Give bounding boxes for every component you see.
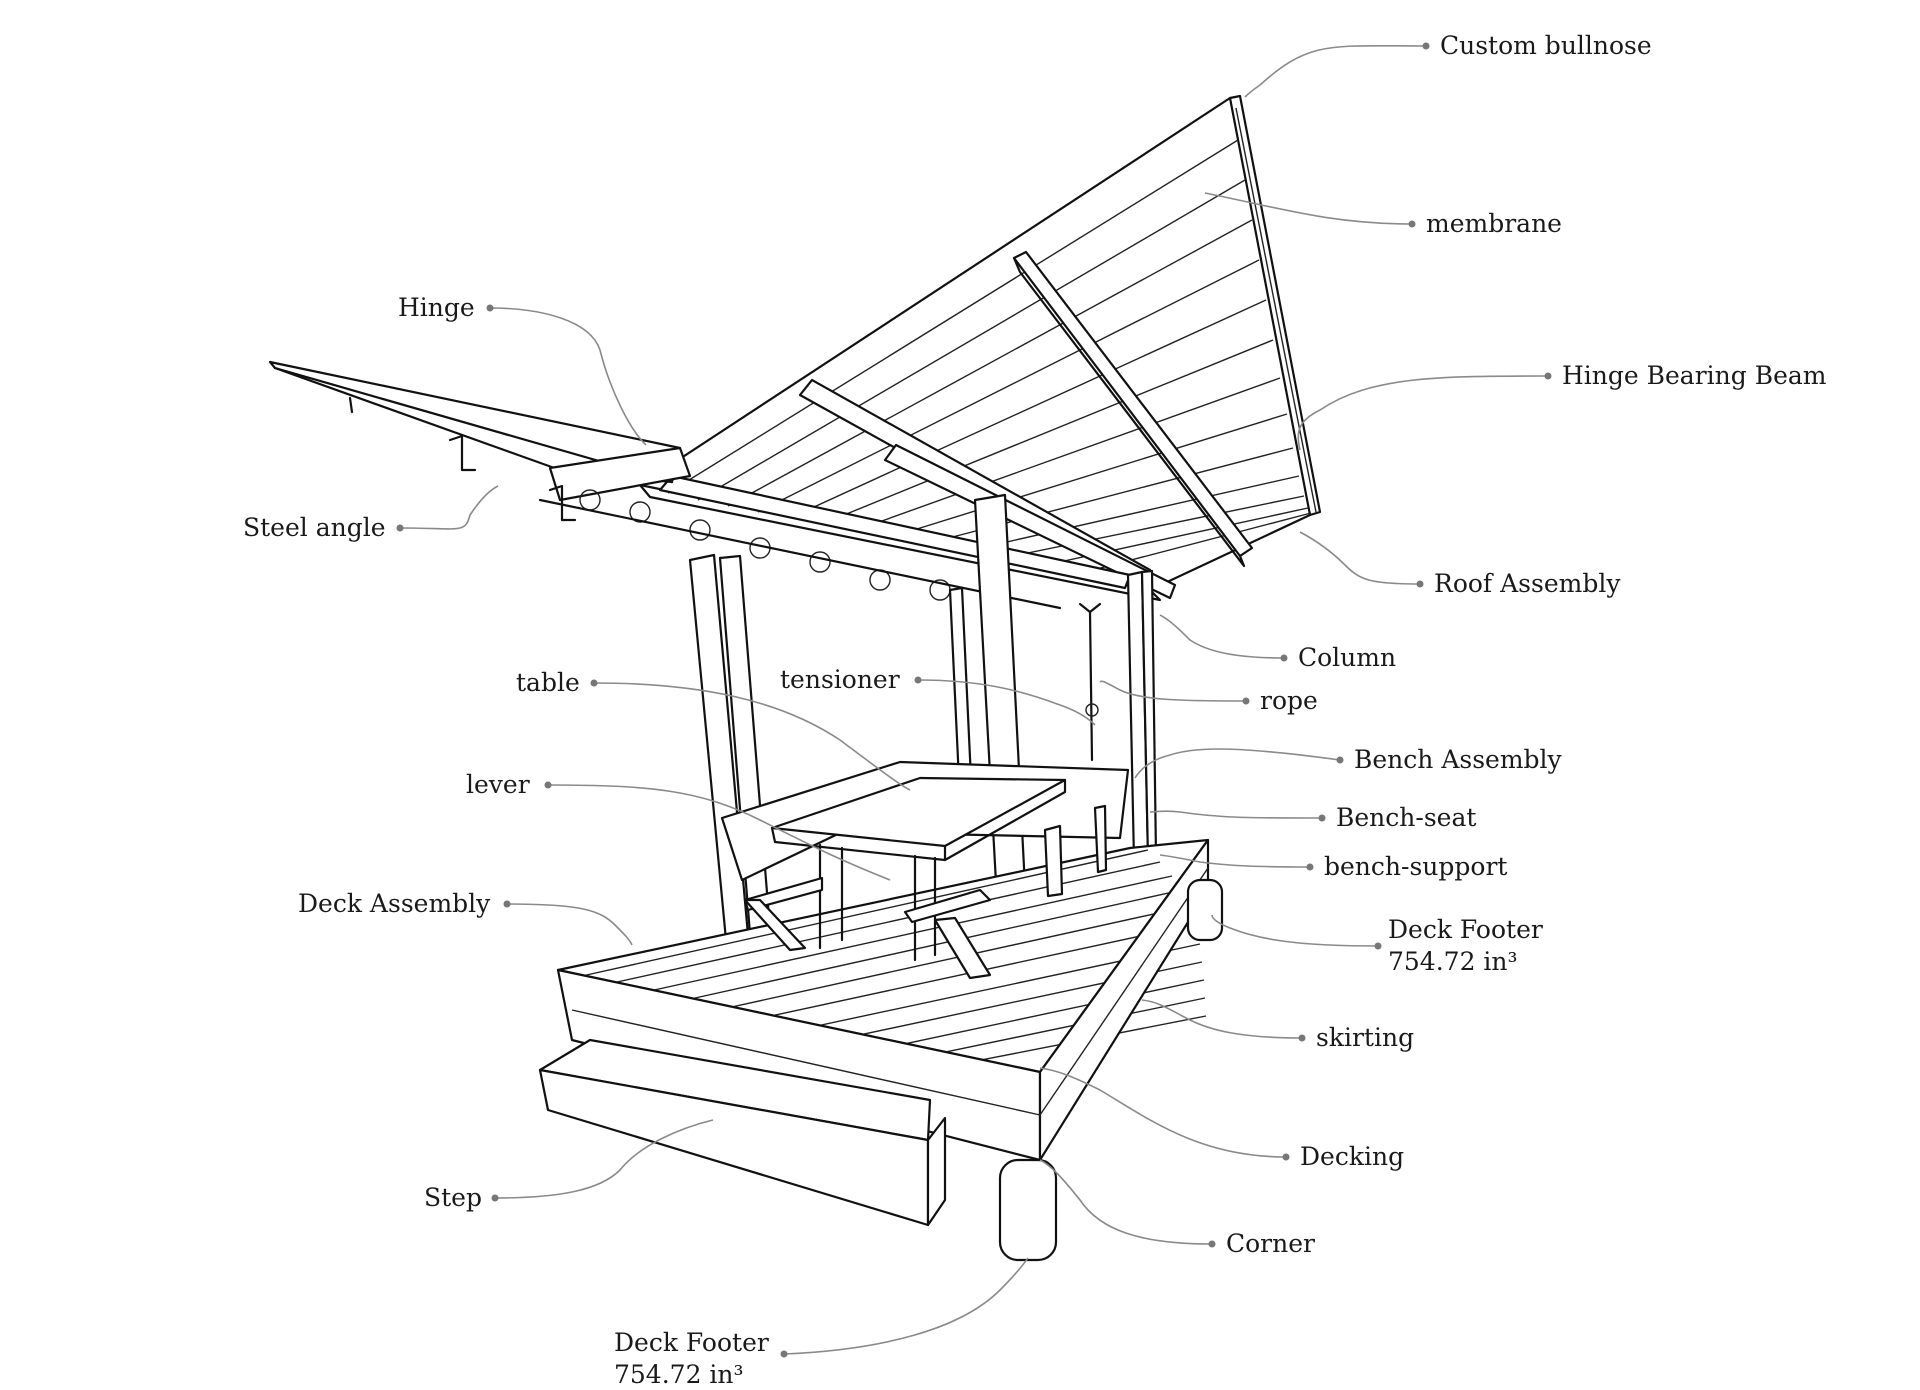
label-step: Step [424, 1183, 482, 1212]
label-custom-bullnose: Custom bullnose [1440, 31, 1652, 60]
rope-and-tensioner [1078, 602, 1102, 762]
label-membrane: membrane [1426, 209, 1562, 238]
label-rope: rope [1260, 686, 1318, 715]
label-decking: Decking [1300, 1142, 1404, 1171]
label-hinge: Hinge [398, 293, 475, 322]
label-bench-assembly: Bench Assembly [1354, 745, 1563, 774]
label-deck-footer-right-volume: 754.72 in³ [1388, 947, 1518, 976]
label-deck-footer-right: Deck Footer [1388, 915, 1543, 944]
table-and-benches [720, 760, 1130, 980]
label-column: Column [1298, 643, 1396, 672]
label-lever: lever [466, 770, 530, 799]
hinge-bearing-beam [1012, 250, 1254, 568]
label-deck-footer-bottom: Deck Footer [614, 1328, 769, 1357]
rafters [658, 378, 1177, 600]
pavilion-drawing [268, 94, 1322, 1262]
label-deck-assembly: Deck Assembly [298, 889, 491, 918]
folded-roof-panel [268, 360, 1062, 610]
label-bench-seat: Bench-seat [1336, 803, 1476, 832]
deck-assembly [538, 838, 1224, 1262]
callout-labels: Custom bullnose membrane Hinge Hinge Bea… [243, 31, 1827, 1389]
leader-lines [396, 42, 1552, 1358]
label-tensioner: tensioner [780, 665, 900, 694]
label-steel-angle: Steel angle [243, 513, 386, 542]
label-table: table [516, 668, 580, 697]
label-bench-support: bench-support [1324, 852, 1507, 881]
label-hinge-bearing-beam: Hinge Bearing Beam [1562, 361, 1827, 390]
label-deck-footer-bottom-volume: 754.72 in³ [614, 1360, 744, 1389]
label-corner: Corner [1226, 1229, 1315, 1258]
label-roof-assembly: Roof Assembly [1434, 569, 1621, 598]
label-skirting: skirting [1316, 1023, 1414, 1052]
